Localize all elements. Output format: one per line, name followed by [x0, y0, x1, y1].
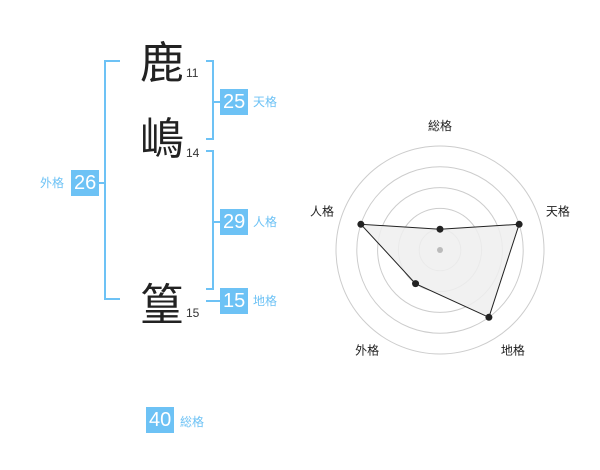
gaikaku-connector — [98, 182, 106, 184]
radar-grid-ring-5 — [335, 145, 545, 355]
gaikaku-value-badge: 26 — [71, 170, 99, 196]
radar-axis-label-4: 外格 — [355, 342, 379, 357]
radar-grid-ring-4 — [356, 166, 524, 334]
radar-center-dot — [437, 247, 443, 253]
radar-point-5 — [357, 220, 365, 228]
tenkaku-label: 天格 — [253, 95, 278, 109]
radar-point-4 — [412, 280, 420, 288]
tenkaku-bracket-vertical — [212, 60, 214, 140]
stroke-count-3: 15 — [186, 306, 200, 320]
radar-point-3 — [485, 313, 493, 321]
jinkaku-bracket-top — [206, 150, 214, 152]
gaikaku-bracket-vertical — [104, 60, 106, 300]
soukaku-value-badge: 40 — [146, 407, 174, 433]
chikaku-label: 地格 — [253, 294, 278, 308]
radar-axis-label-5: 人格 — [310, 204, 334, 219]
jinkaku-bracket-bottom — [206, 288, 214, 290]
radar-axis-label-2: 天格 — [546, 204, 570, 219]
gaikaku-bracket-top — [104, 60, 120, 62]
jinkaku-bracket-vertical — [212, 150, 214, 290]
tenkaku-bracket-bottom — [206, 138, 214, 140]
radar-axis-label-3: 地格 — [501, 342, 525, 357]
gaikaku-label: 外格 — [40, 176, 65, 190]
jinkaku-connector — [212, 221, 220, 223]
radar-axis-label-1: 総格 — [428, 118, 452, 133]
stroke-count-1: 11 — [186, 66, 199, 80]
chikaku-value-badge: 15 — [220, 288, 248, 314]
name-char-3: 篁 — [140, 280, 184, 331]
tenkaku-bracket-top — [206, 60, 214, 62]
jinkaku-label: 人格 — [253, 215, 278, 229]
radar-point-1 — [436, 225, 444, 233]
stroke-count-2: 14 — [186, 146, 200, 160]
name-char-2: 嶋 — [140, 114, 184, 165]
jinkaku-value-badge: 29 — [220, 209, 248, 235]
radar-data-polygon — [359, 223, 520, 318]
gaikaku-bracket-bottom — [104, 298, 120, 300]
tenkaku-value-badge: 25 — [220, 89, 248, 115]
name-char-1: 鹿 — [140, 38, 184, 89]
radar-point-2 — [515, 220, 523, 228]
chikaku-connector — [206, 300, 220, 302]
tenkaku-connector — [212, 101, 220, 103]
soukaku-label: 総格 — [180, 415, 205, 429]
